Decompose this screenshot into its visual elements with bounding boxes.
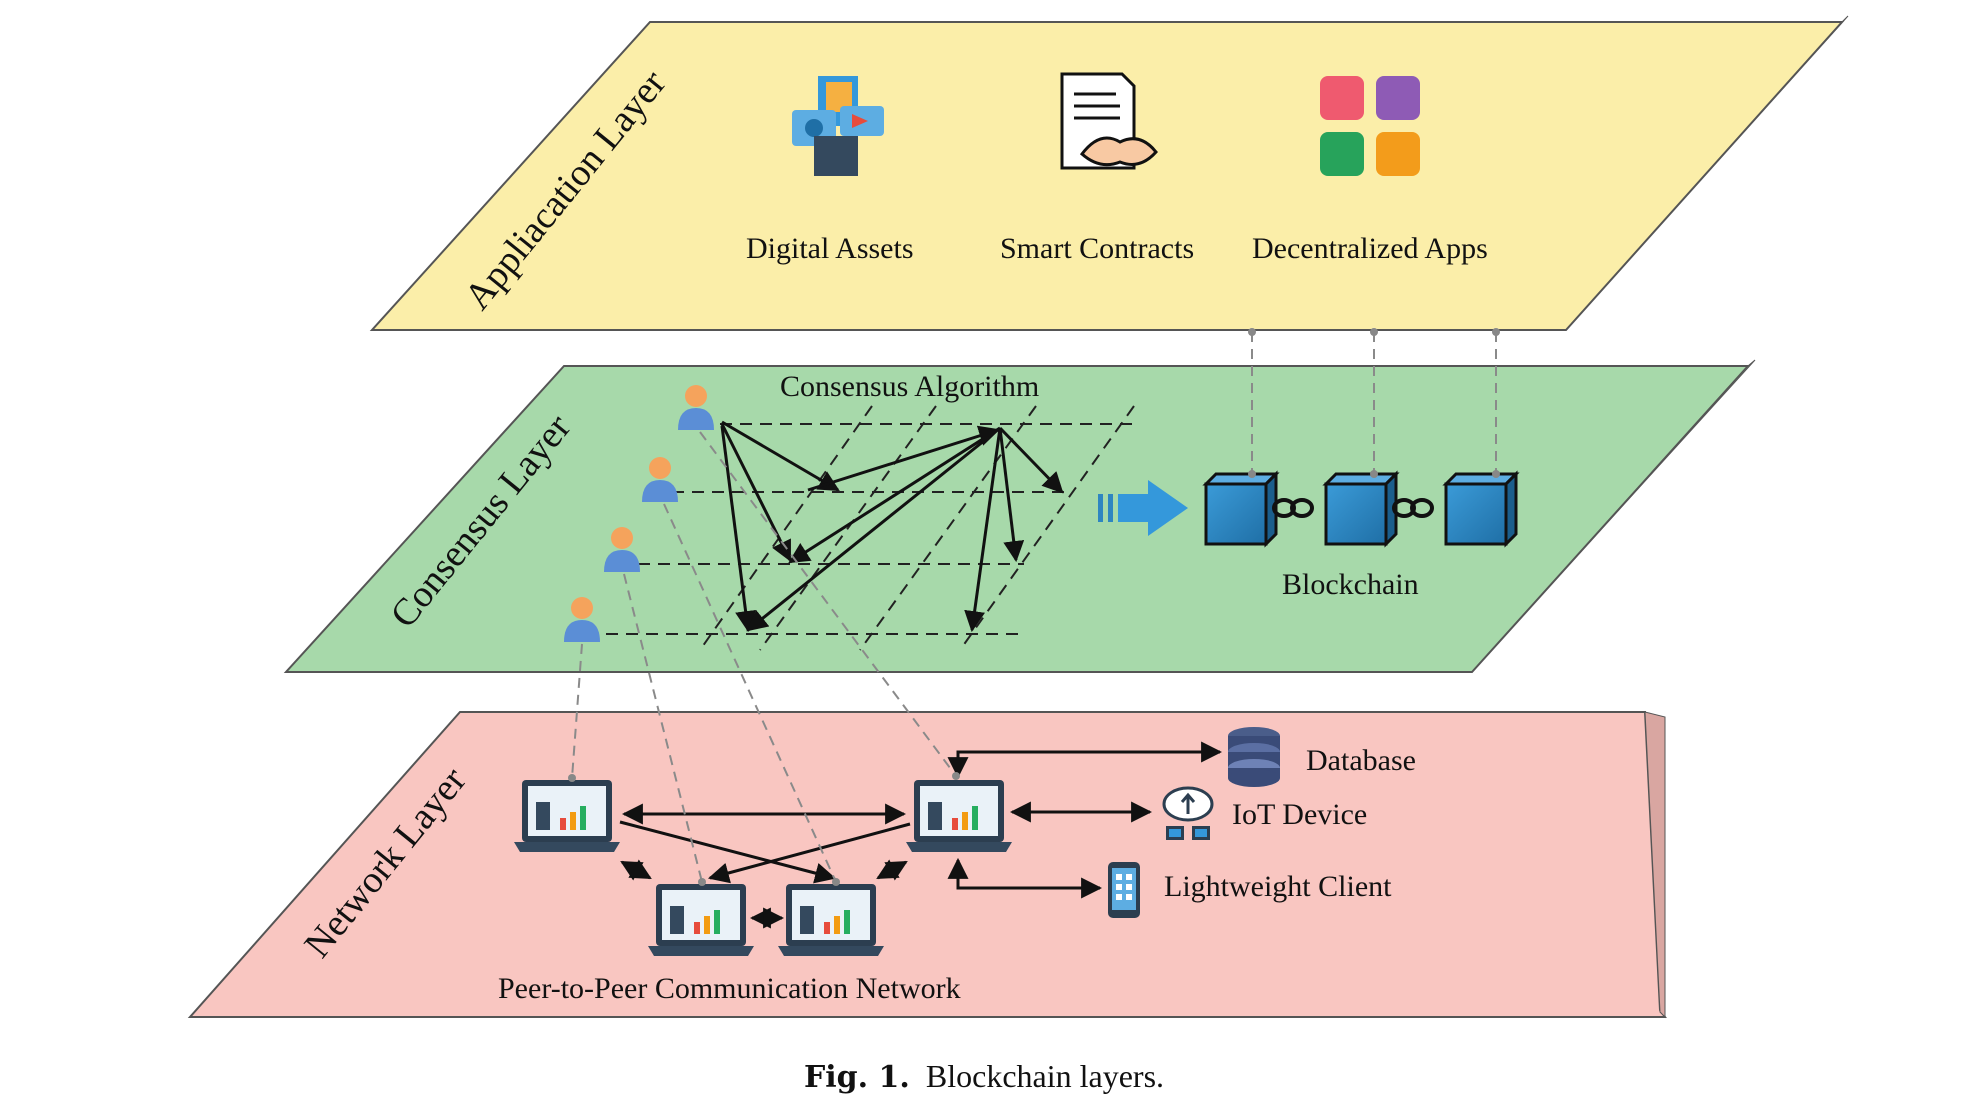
app-grid-icon [1320, 76, 1420, 176]
p2p-links [619, 803, 911, 929]
user-icon [678, 385, 714, 430]
user-icon [604, 527, 640, 572]
consensus-layer: Consensus Layer Consensus Algorithm [283, 359, 1756, 673]
database-label: Database [1306, 744, 1416, 777]
consensus-algorithm-label: Consensus Algorithm [780, 370, 1039, 403]
chain-link-icon [1392, 498, 1434, 518]
user-laptop-links [568, 431, 960, 886]
laptop-icon [906, 780, 1012, 852]
laptop-icon [514, 780, 620, 852]
digital-assets-label: Digital Assets [746, 232, 914, 265]
figure-caption-text: Blockchain layers. [925, 1058, 1165, 1094]
block-icon [1442, 470, 1520, 548]
phone-icon [1108, 862, 1140, 918]
blockchain-blocks [1202, 470, 1520, 548]
p2p-network-label: Peer-to-Peer Communication Network [498, 972, 961, 1005]
blockchain-label: Blockchain [1282, 568, 1419, 601]
decentralized-apps-label: Decentralized Apps [1252, 232, 1488, 265]
database-icon [1228, 727, 1280, 787]
consensus-arrows [720, 420, 1064, 633]
laptop-icon [778, 884, 884, 956]
smart-contract-handshake-icon [1060, 72, 1158, 170]
chain-link-icon [1272, 498, 1314, 518]
smart-contracts-label: Smart Contracts [1000, 232, 1194, 265]
user-icon [642, 457, 678, 502]
block-icon [1202, 470, 1280, 548]
iot-cloud-icon [1162, 786, 1214, 840]
block-icon [1322, 470, 1400, 548]
digital-assets-icon [792, 76, 884, 176]
laptop-icon [648, 884, 754, 956]
figure-label: Fig. 1. [803, 1060, 910, 1095]
user-icon [564, 597, 600, 642]
iot-device-label: IoT Device [1232, 798, 1367, 831]
endpoint-links [947, 741, 1223, 899]
application-layer: Appliacation Layer Digital Assets Smart … [369, 15, 1849, 331]
network-layer: Network Layer [187, 711, 1667, 1019]
right-arrow-icon [1098, 480, 1188, 536]
lightweight-client-label: Lightweight Client [1164, 870, 1392, 903]
consensus-grid [586, 405, 1135, 651]
figure-caption: Fig. 1. Blockchain layers. [0, 1058, 1968, 1095]
app-blockchain-links [1248, 328, 1500, 478]
